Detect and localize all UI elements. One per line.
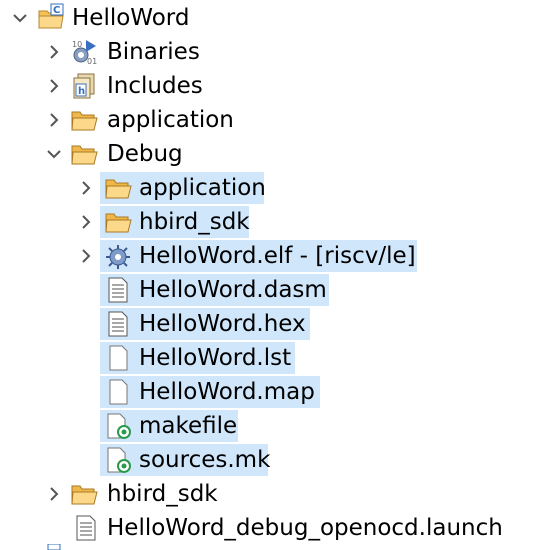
tree-item-label: HelloWord.lst (139, 345, 292, 371)
tree-item-label: HelloWord.map (139, 379, 315, 405)
tree-item-label: hbird_sdk (107, 481, 218, 507)
tree-item-dasm[interactable]: HelloWord.dasm (0, 273, 552, 307)
tree-item-label: HelloWord.elf - [riscv/le] (139, 243, 416, 269)
tree-item-binaries[interactable]: 10 01 Binaries (0, 35, 552, 69)
folder-open-icon (71, 145, 98, 165)
includes-icon: h (73, 73, 95, 99)
tree-item-project[interactable]: C HelloWord (0, 1, 552, 35)
tree-item-label: application (139, 175, 266, 201)
tree-item-label: hbird_sdk (139, 209, 250, 235)
tree-item-hbird-sdk[interactable]: hbird_sdk (0, 477, 552, 511)
partial-project-icon (47, 544, 61, 550)
tree-item-label: Binaries (107, 39, 200, 65)
binaries-icon: 10 01 (72, 40, 97, 66)
selection-highlight (100, 342, 295, 374)
tree-item-debug[interactable]: Debug (0, 137, 552, 171)
tree-item-label: HelloWord_debug_openocd.launch (107, 515, 503, 541)
tree-item-hex[interactable]: HelloWord.hex (0, 307, 552, 341)
chevron-right-icon[interactable] (43, 75, 65, 97)
folder-icon (105, 213, 132, 233)
tree-item-elf[interactable]: HelloWord.elf - [riscv/le] (0, 239, 552, 273)
chevron-right-icon[interactable] (43, 483, 65, 505)
folder-icon (71, 485, 98, 505)
file-icon (109, 379, 128, 405)
svg-text:h: h (78, 86, 85, 97)
tree-item-map[interactable]: HelloWord.map (0, 375, 552, 409)
svg-text:01: 01 (87, 57, 97, 66)
selection-highlight (100, 274, 329, 306)
c-project-icon: C (38, 3, 64, 29)
tree-item-label: makefile (139, 413, 238, 439)
tree-item-label: Includes (107, 73, 203, 99)
chevron-right-icon[interactable] (75, 211, 97, 233)
makefile-icon (107, 413, 131, 439)
tree-item-debug-application[interactable]: application (0, 171, 552, 205)
selection-highlight (100, 240, 417, 272)
svg-text:10: 10 (72, 40, 82, 49)
chevron-down-icon[interactable] (43, 143, 65, 165)
selection-highlight (100, 376, 320, 408)
elf-binary-icon (106, 245, 130, 269)
chevron-right-icon[interactable] (43, 41, 65, 63)
tree-item-launch-file[interactable]: HelloWord_debug_openocd.launch (0, 511, 552, 545)
makefile-icon (107, 447, 131, 473)
tree-item-debug-hbird-sdk[interactable]: hbird_sdk (0, 205, 552, 239)
svg-text:C: C (53, 5, 60, 16)
tree-item-label: HelloWord (72, 5, 190, 31)
tree-item-label: sources.mk (139, 447, 271, 473)
text-file-icon (108, 311, 128, 337)
selection-highlight (100, 308, 310, 340)
tree-item-makefile[interactable]: makefile (0, 409, 552, 443)
launch-file-icon (76, 515, 96, 541)
tree-item-includes[interactable]: h Includes (0, 69, 552, 103)
tree-item-label: HelloWord.dasm (139, 277, 327, 303)
tree-item-label: application (107, 107, 234, 133)
text-file-icon (108, 277, 128, 303)
tree-item-label: HelloWord.hex (139, 311, 306, 337)
tree-item-sources-mk[interactable]: sources.mk (0, 443, 552, 477)
chevron-right-icon[interactable] (75, 177, 97, 199)
tree-item-lst[interactable]: HelloWord.lst (0, 341, 552, 375)
tree-item-application[interactable]: application (0, 103, 552, 137)
chevron-down-icon[interactable] (9, 7, 31, 29)
folder-icon (71, 111, 98, 131)
folder-icon (105, 179, 132, 199)
chevron-right-icon[interactable] (75, 245, 97, 267)
file-icon (109, 345, 128, 371)
tree-item-label: Debug (107, 141, 183, 167)
chevron-right-icon[interactable] (43, 109, 65, 131)
